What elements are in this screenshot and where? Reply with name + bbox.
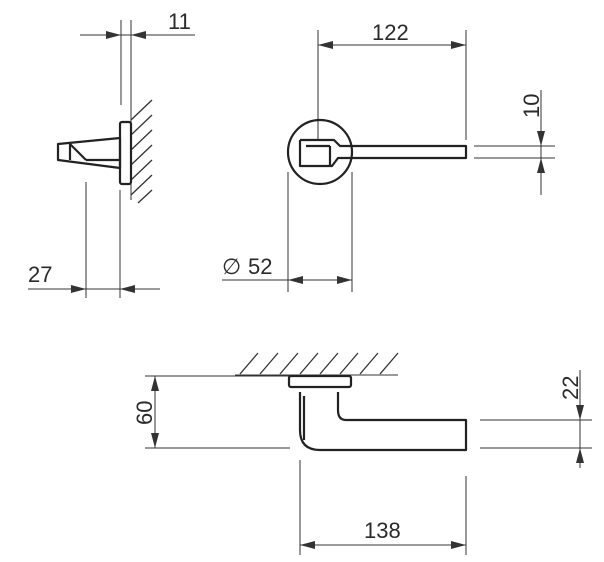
wall-hatch	[239, 352, 399, 375]
arrow-head	[318, 41, 333, 49]
arrow-head	[451, 541, 466, 549]
arrow-head	[300, 541, 315, 549]
lever-side-profile	[56, 136, 122, 170]
dim-overall-length: 138	[364, 518, 401, 543]
top-view: 60 22 138	[132, 352, 592, 555]
dim-lever-height: 22	[558, 376, 583, 400]
rose-plate-top	[287, 374, 353, 389]
wall-hatch	[130, 99, 153, 204]
lever-front	[298, 138, 468, 168]
arrow-head	[151, 433, 159, 448]
arrow-head	[131, 31, 146, 39]
arrow-head	[451, 41, 466, 49]
arrow-head	[537, 131, 545, 146]
dim-rose-thickness: 11	[168, 9, 191, 34]
rose-circle	[286, 118, 354, 186]
rose-plate-side	[118, 120, 133, 186]
arrow-head	[576, 448, 584, 463]
dim-diameter-symbol: ∅	[222, 254, 241, 279]
side-view: 11 27	[28, 9, 195, 298]
front-view: 122 10 ∅ 52	[222, 20, 555, 292]
dim-rose-diameter: 52	[248, 254, 272, 279]
dim-lever-width: 10	[519, 94, 544, 118]
arrow-head	[151, 376, 159, 391]
arrow-head	[337, 276, 352, 284]
arrow-head	[120, 285, 135, 293]
arrow-head	[71, 285, 86, 293]
dim-projection: 27	[28, 262, 52, 287]
dim-height: 60	[132, 401, 157, 425]
arrow-head	[106, 31, 121, 39]
arrow-head	[537, 158, 545, 173]
lever-top	[298, 392, 468, 452]
arrow-head	[288, 276, 303, 284]
dim-lever-length: 122	[372, 20, 409, 45]
arrow-head	[576, 405, 584, 420]
